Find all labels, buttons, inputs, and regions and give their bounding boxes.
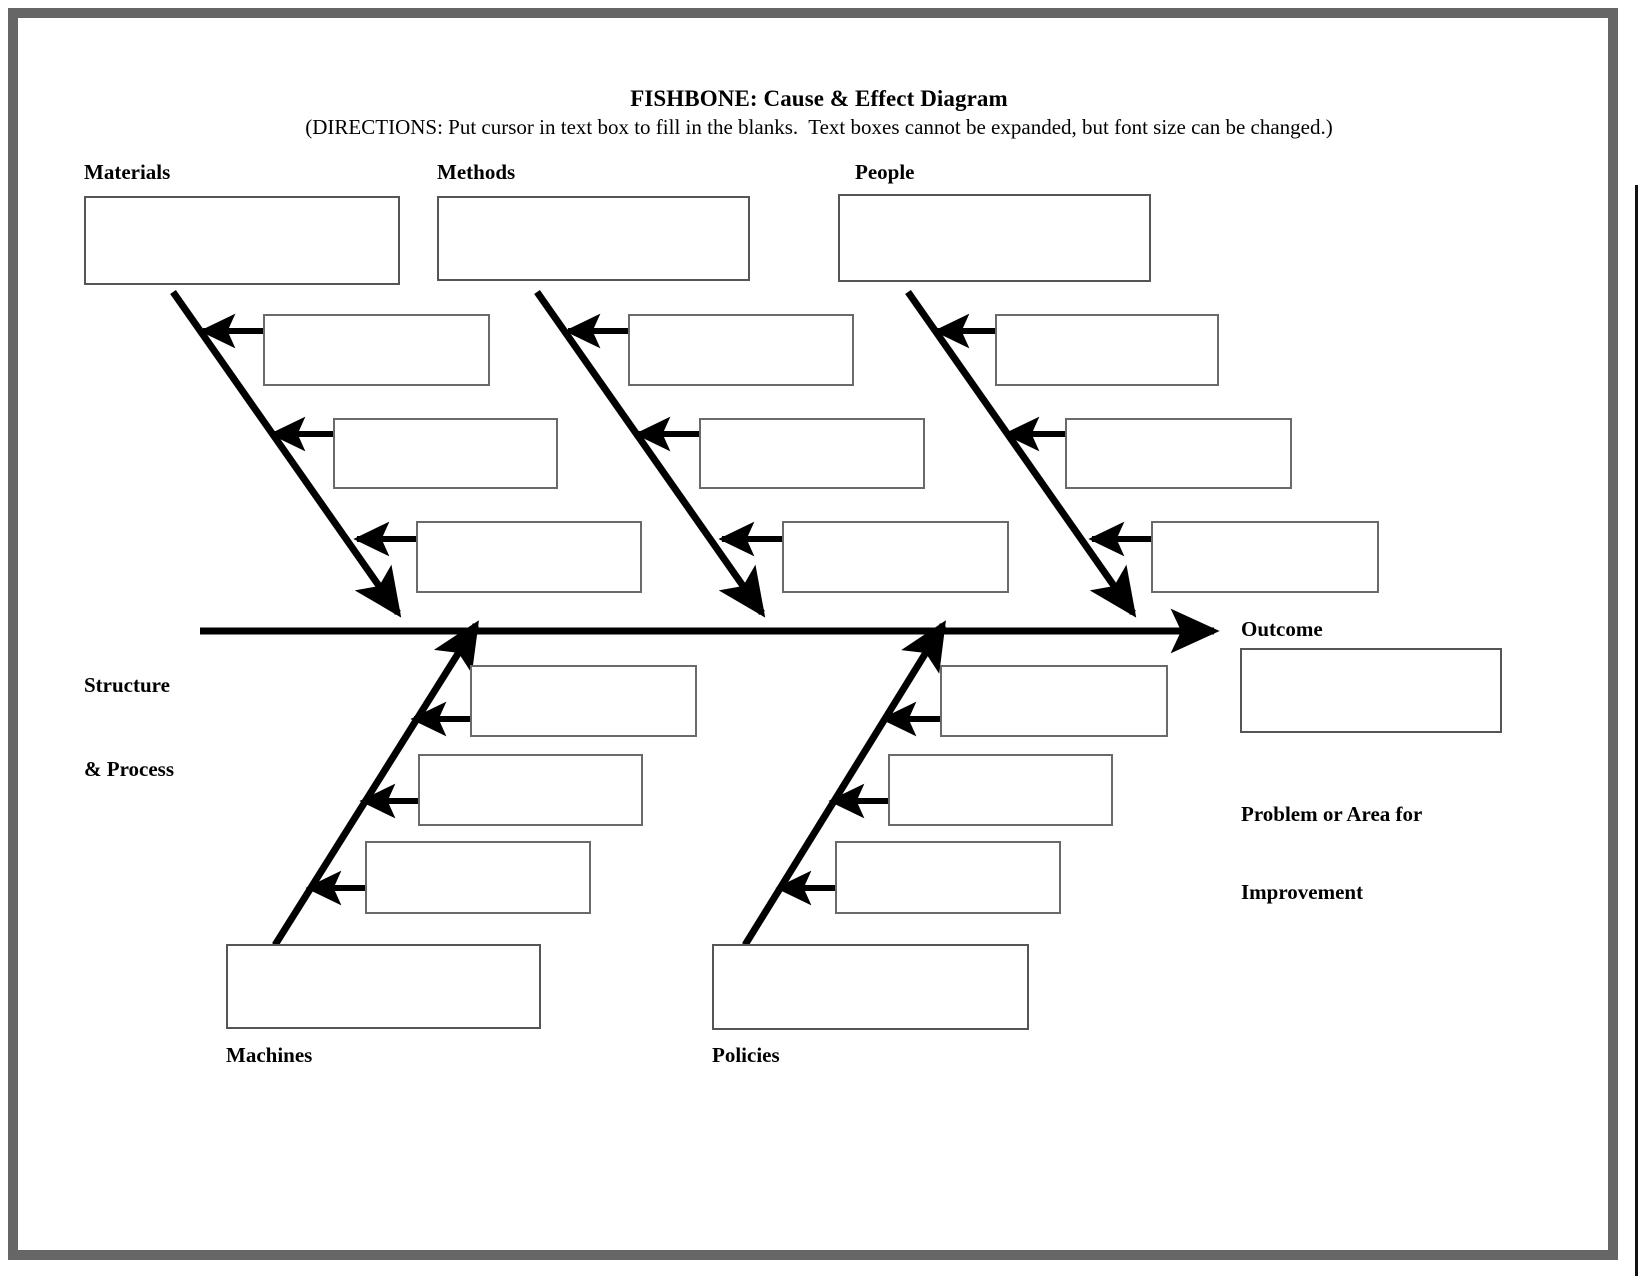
outcome-caption-line-2: Improvement	[1241, 880, 1364, 904]
category-label-machines: Machines	[226, 1043, 313, 1067]
directions-text: (DIRECTIONS: Put cursor in text box to f…	[305, 115, 1333, 139]
textbox-materials-cause-3[interactable]	[416, 521, 642, 593]
spine-label-line-2: & Process	[84, 757, 174, 781]
category-label-policies: Policies	[712, 1043, 780, 1067]
textbox-machines-footer[interactable]	[226, 944, 541, 1029]
textbox-people-cause-3[interactable]	[1151, 521, 1379, 593]
outcome-caption: Problem or Area for Improvement	[1241, 749, 1422, 957]
category-label-people: People	[855, 160, 915, 184]
textbox-policies-cause-2[interactable]	[888, 754, 1113, 826]
textbox-materials-header[interactable]	[84, 196, 400, 285]
category-label-methods: Methods	[437, 160, 516, 184]
textbox-people-header[interactable]	[838, 194, 1151, 282]
textbox-machines-cause-3[interactable]	[365, 841, 591, 914]
textbox-machines-cause-1[interactable]	[470, 665, 697, 737]
spine-label-structure-process: Structure & Process	[84, 615, 174, 839]
textbox-people-cause-1[interactable]	[995, 314, 1219, 386]
textbox-outcome[interactable]	[1240, 648, 1502, 733]
textbox-materials-cause-2[interactable]	[333, 418, 558, 489]
textbox-methods-cause-1[interactable]	[628, 314, 854, 386]
textbox-policies-footer[interactable]	[712, 944, 1029, 1030]
textbox-methods-cause-3[interactable]	[782, 521, 1009, 593]
textbox-policies-cause-3[interactable]	[835, 841, 1061, 914]
textbox-machines-cause-2[interactable]	[418, 754, 643, 826]
outcome-caption-line-1: Problem or Area for	[1241, 802, 1423, 826]
textbox-policies-cause-1[interactable]	[940, 665, 1168, 737]
spine-label-line-1: Structure	[84, 673, 170, 697]
textbox-methods-header[interactable]	[437, 196, 750, 281]
textbox-materials-cause-1[interactable]	[263, 314, 490, 386]
spine-label-outcome: Outcome	[1241, 617, 1323, 641]
page-title: FISHBONE: Cause & Effect Diagram	[630, 86, 1008, 111]
category-label-materials: Materials	[84, 160, 171, 184]
textbox-methods-cause-2[interactable]	[699, 418, 925, 489]
textbox-people-cause-2[interactable]	[1065, 418, 1292, 489]
